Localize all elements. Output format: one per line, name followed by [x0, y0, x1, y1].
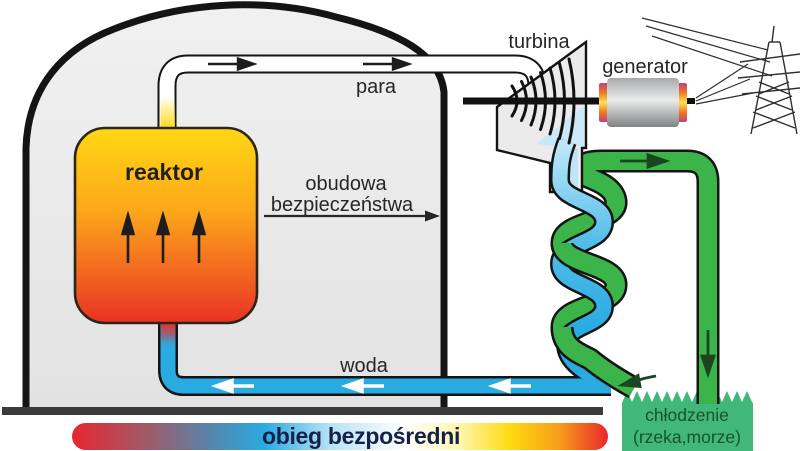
steam-flow-arrows: [208, 56, 413, 72]
generator-ring-left: [599, 83, 609, 122]
steam-pipe: [157, 54, 547, 132]
legend-label: obieg bezpośredni: [262, 423, 460, 449]
containment-label: obudowa bezpieczeństwa: [264, 173, 440, 222]
hot-to-cold-transition: [161, 323, 176, 349]
generator-ring-right: [677, 83, 687, 122]
cooling-flow-arrows: [617, 153, 716, 389]
cooling-loop-overlap: [550, 240, 640, 399]
turbine-label: turbina: [508, 31, 570, 53]
generator-label: generator: [602, 56, 688, 78]
containment-label-line2: bezpieczeństwa: [271, 194, 414, 216]
containment-label-line1: obudowa: [305, 173, 387, 195]
steam-glow: [160, 98, 175, 132]
transmission-tower-icon: [641, 17, 800, 135]
cooling-water-body: [622, 391, 753, 451]
reactor-vessel: reaktor: [73, 126, 259, 325]
reactor-label: reaktor: [125, 159, 203, 185]
generator-body: [607, 78, 679, 127]
water-flow-arrows: [210, 378, 531, 394]
cooling-label-line1: chłodzenie: [645, 405, 729, 425]
cooling-source: chłodzenie (rzeka,morze): [622, 391, 753, 451]
power-lines: [641, 17, 773, 105]
generator-unit: [599, 78, 687, 127]
turbine-shaft: [463, 97, 604, 105]
steam-label: para: [356, 76, 397, 98]
cooling-label-line2: (rzeka,morze): [633, 427, 741, 447]
water-label: woda: [339, 355, 389, 377]
legend-bar: obieg bezpośredni: [72, 423, 608, 450]
reactor-heat-arrows: [120, 210, 207, 263]
containment-pointer-arrowhead: [425, 210, 440, 222]
generator-shaft-stub: [681, 98, 695, 104]
ground-bar: [2, 407, 603, 415]
